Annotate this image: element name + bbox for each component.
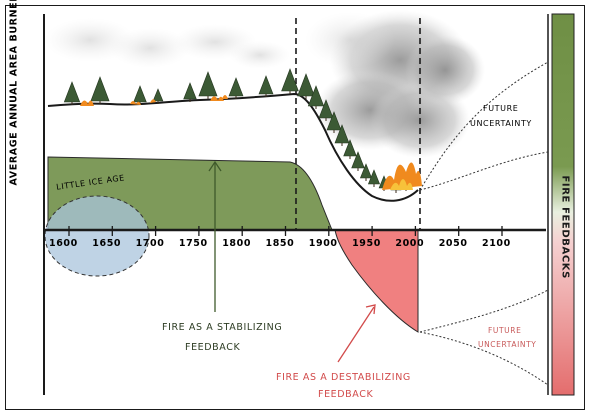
historical-smoke: [45, 18, 290, 69]
future-uncertainty-bottom-line2: UNCERTAINTY: [478, 340, 537, 349]
small-fires: [80, 95, 228, 106]
year-label-2050: 2050: [438, 238, 468, 249]
tree-icon: [63, 81, 81, 103]
year-label-1850: 1850: [265, 238, 295, 249]
destabilizing-area: [334, 229, 419, 333]
tree-icon: [297, 73, 315, 97]
tree-icon: [198, 71, 218, 97]
year-label-2100: 2100: [482, 238, 511, 249]
little-ice-age-ellipse: [44, 195, 150, 277]
tree-icon: [228, 77, 244, 97]
tree-icon: [90, 76, 110, 102]
future-uncertainty-bottom-line1: FUTURE: [488, 326, 522, 335]
future-uncertainty-top-line2: UNCERTAINTY: [470, 119, 532, 128]
year-label-1900: 1900: [308, 238, 338, 249]
stabilizing-label-line1: FIRE AS A STABILIZING: [162, 322, 283, 333]
side-bar-label: FIRE FEEDBACKS: [559, 175, 571, 279]
fire-feedback-bar: [551, 13, 575, 396]
year-label-1600: 1600: [49, 238, 78, 249]
stabilizing-label-line2: FEEDBACK: [185, 342, 241, 353]
tree-icon: [258, 75, 274, 95]
year-ticks: [68, 226, 503, 236]
area-burned-curve: [47, 92, 419, 202]
tree-icon: [183, 82, 197, 100]
destabilizing-label-line2: FEEDBACK: [318, 389, 374, 400]
y-axis-label: AVERAGE ANNUAL AREA BURNED: [8, 0, 20, 186]
future-uncertainty-lines: [419, 61, 549, 386]
stabilizing-arrow: [208, 160, 222, 312]
year-label-1950: 1950: [352, 238, 381, 249]
year-label-1650: 1650: [92, 238, 122, 249]
tree-icon: [133, 85, 147, 103]
year-label-1700: 1700: [135, 238, 165, 249]
future-uncertainty-top-line1: FUTURE: [483, 104, 519, 113]
tree-icon: [152, 88, 164, 102]
year-label-2000: 2000: [395, 238, 425, 249]
large-fire: [382, 162, 422, 190]
smoke-plume: [305, 10, 485, 158]
year-label-1750: 1750: [178, 238, 208, 249]
destabilizing-arrow: [337, 304, 376, 363]
year-label-1800: 1800: [222, 238, 252, 249]
destabilizing-label-line1: FIRE AS A DESTABILIZING: [276, 372, 411, 383]
forest-trees: [63, 68, 412, 193]
